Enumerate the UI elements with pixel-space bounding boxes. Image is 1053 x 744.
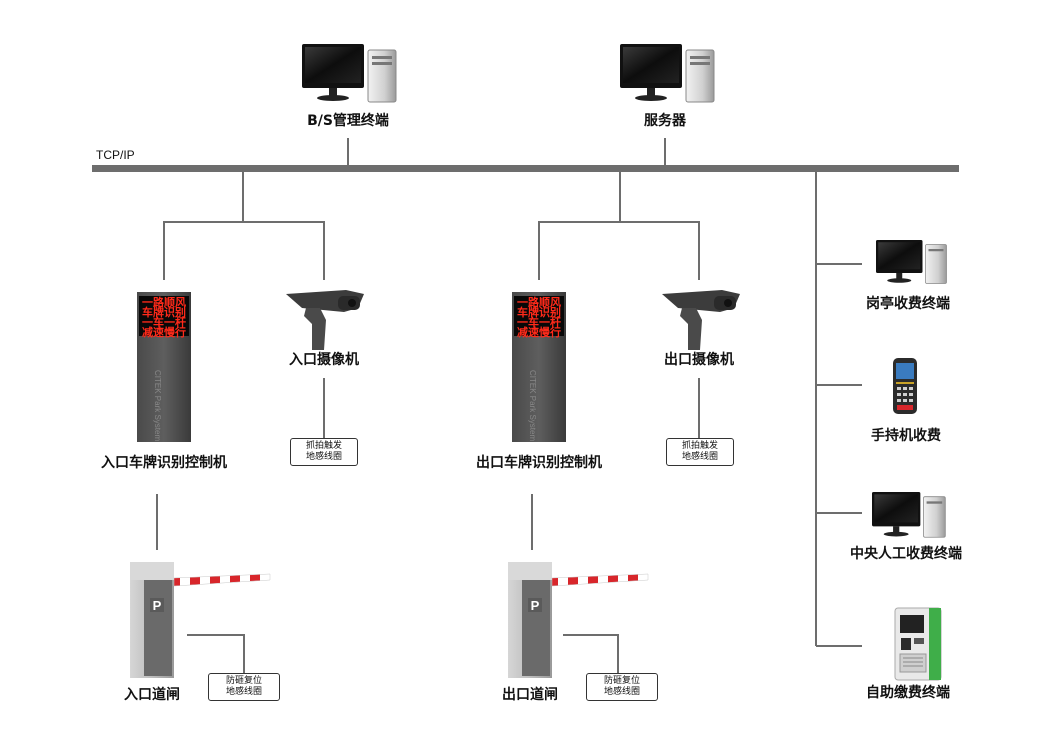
central-terminal-label: 中央人工收费终端 bbox=[850, 546, 962, 562]
exit-camera-label: 出口摄像机 bbox=[664, 352, 734, 368]
entry-gate-loop-box: 防砸复位 地感线圈 bbox=[208, 673, 280, 701]
entry-controller-brand: CITEK Park System bbox=[153, 370, 162, 441]
link-entry-split bbox=[163, 221, 325, 280]
entry-gate-loop-line-1: 防砸复位 bbox=[225, 676, 262, 686]
exit-gate-label: 出口道闸 bbox=[502, 687, 558, 703]
exit-camera-loop-line-2: 地感线圈 bbox=[681, 452, 718, 462]
exit-led-line-1: 一路顺风 bbox=[517, 295, 561, 309]
exit-controller-brand: CITEK Park System bbox=[528, 370, 537, 441]
entry-led-line-2: 车牌识别 bbox=[142, 305, 186, 319]
connection-lines bbox=[92, 138, 959, 673]
entry-controller-label: 入口车牌识别控制机 bbox=[101, 455, 227, 471]
tcp-ip-label: TCP/IP bbox=[96, 148, 135, 162]
entry-gate-label: 入口道闸 bbox=[124, 687, 180, 703]
exit-gate-loop-line-1: 防砸复位 bbox=[603, 676, 640, 686]
central-terminal-computer-icon bbox=[872, 492, 946, 538]
exit-controller-icon: 一路顺风 车牌识别 一车一杆 减速慢行 CITEK Park System bbox=[512, 292, 566, 442]
entry-camera-label: 入口摄像机 bbox=[289, 352, 359, 368]
exit-controller-label: 出口车牌识别控制机 bbox=[476, 455, 602, 471]
bs-terminal-computer-icon bbox=[302, 44, 397, 103]
exit-barrier-gate-icon: P bbox=[508, 562, 649, 678]
entry-led-line-4: 减速慢行 bbox=[142, 325, 186, 339]
exit-camera-loop-box: 抓拍触发 地感线圈 bbox=[666, 438, 734, 466]
exit-gate-loop-line-2: 地感线圈 bbox=[603, 687, 640, 697]
bs-terminal-label: B/S管理终端 bbox=[307, 113, 389, 129]
booth-terminal-label: 岗亭收费终端 bbox=[866, 296, 950, 312]
entry-gate-sign: P bbox=[153, 598, 162, 613]
entry-camera-loop-line-2: 地感线圈 bbox=[305, 452, 342, 462]
link-exit-split bbox=[538, 221, 700, 280]
entry-controller-icon: 一路顺风 车牌识别 一车一杆 减速慢行 CITEK Park System bbox=[137, 292, 191, 442]
entry-camera-loop-box: 抓拍触发 地感线圈 bbox=[290, 438, 358, 466]
exit-gate-sign: P bbox=[531, 598, 540, 613]
entry-barrier-gate-icon: P bbox=[130, 562, 271, 678]
server-computer-icon bbox=[620, 44, 715, 103]
handheld-terminal-icon bbox=[893, 358, 917, 414]
self-service-label: 自助缴费终端 bbox=[866, 685, 950, 701]
exit-led-line-2: 车牌识别 bbox=[517, 305, 561, 319]
entry-led-line-1: 一路顺风 bbox=[142, 295, 186, 309]
exit-camera-loop-line-1: 抓拍触发 bbox=[681, 441, 718, 451]
entry-camera-loop-line-1: 抓拍触发 bbox=[305, 441, 342, 451]
exit-gate-loop-box: 防砸复位 地感线圈 bbox=[586, 673, 658, 701]
exit-led-line-3: 一车一杆 bbox=[517, 315, 561, 329]
exit-camera-icon bbox=[662, 290, 740, 350]
booth-terminal-computer-icon bbox=[876, 240, 947, 284]
exit-led-line-4: 减速慢行 bbox=[517, 325, 561, 339]
entry-gate-loop-line-2: 地感线圈 bbox=[225, 687, 262, 697]
server-label: 服务器 bbox=[644, 113, 686, 129]
tcp-ip-bus bbox=[92, 165, 959, 172]
link-exit-gate-loop bbox=[563, 634, 619, 673]
entry-camera-icon bbox=[286, 290, 364, 350]
self-service-kiosk-icon bbox=[894, 607, 942, 681]
link-entry-gate-loop bbox=[187, 634, 245, 673]
entry-led-line-3: 一车一杆 bbox=[142, 315, 186, 329]
handheld-label: 手持机收费 bbox=[871, 428, 941, 444]
